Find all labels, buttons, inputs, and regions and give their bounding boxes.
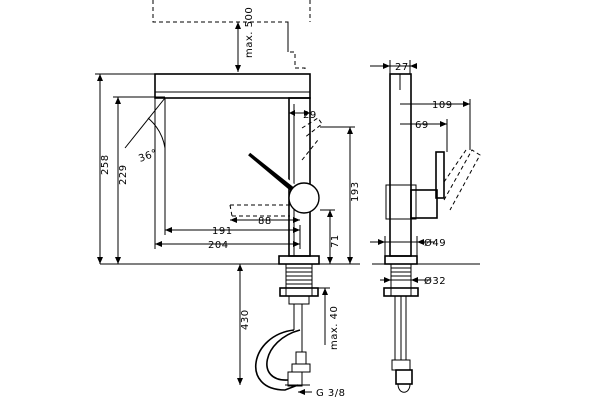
dim-27: 27 [395, 62, 409, 73]
dim-max-40: max. 40 [329, 306, 340, 350]
dim-88: 88 [258, 216, 272, 227]
dim-angle-36: 36° [137, 148, 159, 165]
dim-204: 204 [208, 240, 229, 251]
dim-109: 109 [432, 100, 453, 111]
dim-dia-49: Ø49 [424, 237, 446, 249]
dim-71: 71 [330, 234, 341, 248]
dim-191: 191 [212, 226, 233, 237]
side-lever-stem [435, 151, 445, 199]
dim-69: 69 [415, 120, 429, 131]
threaded-shank [279, 263, 319, 305]
spout [154, 73, 311, 99]
dim-max-500: max. 500 [244, 7, 255, 58]
side-hoses [391, 296, 413, 393]
dim-258: 258 [100, 154, 111, 175]
front-view: max. 500 29 258 [95, 0, 361, 399]
supply-hoses [254, 304, 311, 391]
faucet-base [278, 255, 320, 265]
lever-knob [288, 182, 320, 214]
dim-thread-g38: G 3/8 [316, 388, 346, 399]
dim-dia-32: Ø32 [424, 275, 446, 287]
side-lever-alt [443, 149, 481, 211]
side-view: 27 109 69 Ø49 [370, 60, 481, 393]
dim-430: 430 [240, 309, 251, 330]
dim-229: 229 [118, 164, 129, 185]
mirror-cabinet-outline [152, 0, 311, 72]
dim-193: 193 [350, 181, 361, 202]
dim-29: 29 [303, 110, 317, 121]
lever [248, 150, 302, 198]
side-body [389, 73, 412, 257]
lever-open-position [301, 117, 323, 139]
